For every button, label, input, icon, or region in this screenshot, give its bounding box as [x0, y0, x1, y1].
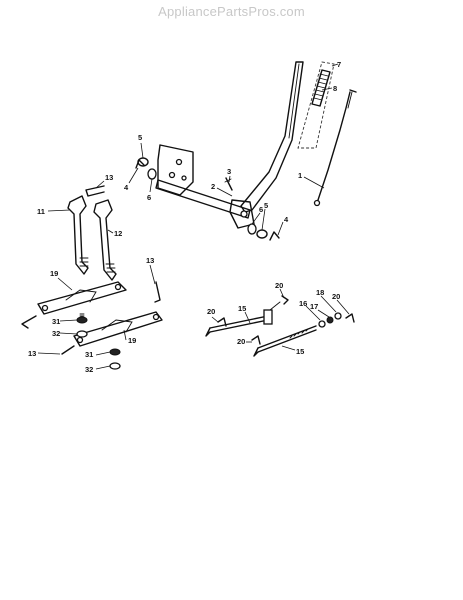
link-19a [37, 281, 127, 315]
callout-6b: 6 [259, 205, 263, 214]
clip-20b [345, 313, 355, 323]
pin-3 [224, 177, 233, 191]
hairpin-13c [21, 315, 75, 355]
callout-13c: 13 [28, 349, 36, 358]
callout-16: 16 [299, 299, 307, 308]
callout-15a: 15 [238, 304, 246, 313]
callout-18: 18 [316, 288, 324, 297]
lift-arm-12 [93, 199, 117, 281]
callout-32a: 32 [52, 329, 60, 338]
nut-18 [334, 312, 342, 320]
callout-7: 7 [337, 60, 341, 69]
callout-3: 3 [227, 167, 231, 176]
callout-12: 12 [114, 229, 122, 238]
lift-rod [313, 89, 357, 207]
callout-6: 6 [147, 193, 151, 202]
washer-32b [109, 362, 121, 370]
callout-4b: 4 [284, 215, 289, 224]
lift-arm-11 [67, 195, 89, 275]
callout-20b: 20 [332, 292, 340, 301]
clip-20c [217, 317, 227, 327]
callout-11: 11 [37, 207, 45, 216]
rod-15a [205, 301, 281, 337]
callout-20c: 20 [207, 307, 215, 316]
lift-bracket-plate [157, 144, 194, 196]
callout-17: 17 [310, 302, 318, 311]
watermark-text: AppliancePartsPros.com [158, 4, 305, 19]
callout-labels: 7 8 5 3 4 6 2 1 6 5 4 13 11 12 13 19 31 … [28, 60, 341, 374]
washer-32a [76, 330, 88, 338]
clip-20a [281, 295, 289, 305]
callout-5: 5 [138, 133, 142, 142]
callout-5b: 5 [264, 201, 268, 210]
callout-13a: 13 [105, 173, 113, 182]
callout-32b: 32 [85, 365, 93, 374]
callout-13b: 13 [146, 256, 154, 265]
clip-4b [269, 231, 280, 241]
spring-16 [318, 320, 326, 328]
rod-15b [253, 325, 317, 357]
hairpin-13b [154, 281, 161, 303]
callout-4: 4 [124, 183, 129, 192]
clip-4a [135, 159, 145, 169]
bushing-6b [247, 223, 257, 235]
hairpin-13a [85, 185, 105, 197]
callout-leaders [37, 63, 350, 370]
ferrule-17 [326, 316, 334, 324]
callout-1: 1 [298, 171, 302, 180]
bushing-6a [147, 168, 157, 180]
clip-20d [251, 335, 261, 345]
cross-shaft [155, 179, 255, 229]
callout-19a: 19 [50, 269, 58, 278]
lift-handle [240, 61, 335, 213]
callout-20a: 20 [275, 281, 283, 290]
callout-31b: 31 [85, 350, 93, 359]
nut-31b [109, 348, 121, 356]
callout-31a: 31 [52, 317, 60, 326]
nut-31a [76, 313, 88, 324]
callout-19b: 19 [128, 336, 136, 345]
callout-2: 2 [211, 182, 215, 191]
callout-20d: 20 [237, 337, 245, 346]
washer-5b [256, 229, 268, 239]
link-19b [73, 311, 163, 347]
callout-15b: 15 [296, 347, 304, 356]
callout-8: 8 [333, 84, 337, 93]
